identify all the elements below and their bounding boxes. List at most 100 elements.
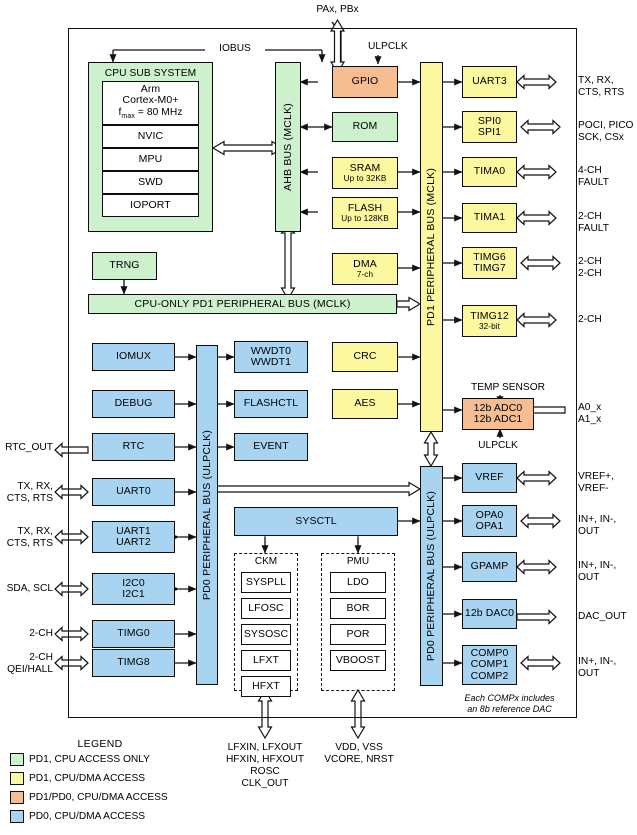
- uart0-block: UART0: [92, 478, 175, 506]
- peripheral-uart3: UART3: [462, 66, 517, 98]
- uart0-io-label: TX, RX, CTS, RTS: [6, 481, 53, 504]
- cpu-core-name: Cortex-M0+: [122, 94, 179, 107]
- adc-label-0: 12b ADC0: [473, 401, 523, 414]
- peripheral-io-label: 2-CH FAULT: [578, 211, 609, 234]
- adc-ulpclk-label: ULPCLK: [478, 440, 518, 451]
- rom-block: ROM: [332, 112, 398, 142]
- pd0-left-label: TIMG0: [117, 627, 150, 640]
- event-block: EVENT: [234, 433, 308, 461]
- pmu-item-label: VBOOST: [335, 653, 381, 666]
- pd0-left-label: UART1 UART2: [116, 524, 151, 548]
- rtc-io-label: RTC_OUT: [5, 442, 53, 453]
- legend-swatch: [10, 810, 24, 823]
- aes-label: AES: [354, 397, 376, 410]
- peripheral-io-label: POCI, PICO SCK, CSx: [578, 120, 634, 143]
- aes-block: AES: [332, 389, 398, 419]
- flash-size: Up to 128KB: [341, 214, 389, 223]
- pd0-mid-label: EVENT: [253, 440, 289, 453]
- peripheral-io-label: 2-CH 2-CH: [578, 256, 602, 279]
- ahb-bus-label: AHB BUS (MCLK): [282, 103, 295, 191]
- pmu-group: [321, 553, 395, 691]
- gpio-label: GPIO: [351, 75, 379, 88]
- cpu-item-label: SWD: [138, 175, 163, 188]
- cpu-item-label: IOPORT: [130, 198, 171, 211]
- fmax-f: f: [118, 106, 122, 118]
- analog-label: 12b DAC0: [464, 607, 515, 620]
- i2c-io-label: SDA, SCL: [6, 583, 53, 594]
- pd0-peripheral-bus-left-label: PD0 PERIPHERAL BUS (ULPCLK): [201, 429, 213, 601]
- flash-block: FLASH Up to 128KB: [332, 197, 398, 229]
- pmu-item-label: POR: [346, 627, 370, 640]
- legend-title: LEGEND: [77, 738, 123, 750]
- analog-label: OPA0 OPA1: [475, 508, 504, 532]
- iomux-block: IOMUX: [92, 343, 175, 371]
- pmu-item-por: POR: [330, 624, 386, 645]
- sram-block: SRAM Up to 32KB: [332, 157, 398, 189]
- analog-label: VREF: [475, 471, 504, 484]
- temp-sensor-label: TEMP SENSOR: [471, 382, 545, 393]
- legend-item-2: PD1/PD0, CPU/DMA ACCESS: [10, 791, 168, 804]
- ckm-item-label: LFXT: [252, 653, 280, 666]
- cpu-only-pd1-bus: CPU-ONLY PD1 PERIPHERAL BUS (MCLK): [88, 294, 397, 314]
- ckm-item-label: LFOSC: [248, 601, 284, 614]
- cpu-item-ioport: IOPORT: [102, 194, 199, 217]
- ulpclk-top-label: ULPCLK: [368, 41, 408, 52]
- peripheral-sublabel: 32-bit: [478, 322, 501, 331]
- peripheral-tima0: TIMA0: [462, 157, 517, 187]
- comp-note: Each COMPx includes an 8b reference DAC: [464, 693, 555, 714]
- peripheral-label: TIMA0: [473, 165, 506, 178]
- peripheral-timg12: TIMG12 32-bit: [462, 305, 517, 337]
- analog-io-label: IN+, IN-, OUT: [578, 514, 617, 537]
- peripheral-tima1: TIMA1: [462, 203, 517, 233]
- uart12-io-label: TX, RX, CTS, RTS: [6, 526, 53, 549]
- pd0-left-label: IOMUX: [116, 350, 151, 363]
- analog-io-label: DAC_OUT: [578, 611, 627, 622]
- legend-swatch: [10, 772, 24, 785]
- dma-block: DMA 7-ch: [332, 253, 398, 285]
- pmu-item-label: LDO: [347, 575, 369, 588]
- pd1-peripheral-bus-label: PD1 PERIPHERAL BUS (MCLK): [425, 167, 438, 327]
- pd0-left-label: I2C0 I2C1: [122, 576, 145, 600]
- legend-label: PD1/PD0, CPU/DMA ACCESS: [29, 792, 168, 803]
- ckm-title: CKM: [254, 556, 278, 567]
- pmu-title: PMU: [346, 556, 370, 567]
- cpu-item-label: NVIC: [137, 129, 164, 142]
- legend-label: PD1, CPU/DMA ACCESS: [29, 773, 146, 784]
- ckm-item-hfxt: HFXT: [241, 676, 291, 697]
- sysctl-block: SYSCTL: [234, 507, 398, 536]
- analog-io-label: IN+, IN-, OUT: [578, 656, 617, 679]
- vref-block: VREF: [462, 463, 517, 493]
- ckm-item-label: HFXT: [252, 679, 280, 692]
- analog-io-label: IN+, IN-, OUT: [578, 560, 617, 583]
- peripheral-timg6-timg7: TIMG6 TIMG7: [462, 247, 520, 282]
- timg8-io-label: 2-CH QEI/HALL: [7, 652, 53, 675]
- pd0-mid-label: WWDT0 WWDT1: [250, 344, 292, 368]
- clock-pins-label: LFXIN, LFXOUT HFXIN, HFXOUT ROSC CLK_OUT: [225, 742, 305, 789]
- sram-size: Up to 32KB: [343, 174, 387, 183]
- dma-channels: 7-ch: [356, 270, 374, 279]
- peripheral-io-label: TX, RX, CTS, RTS: [578, 75, 625, 98]
- peripheral-label: TIMG12: [470, 309, 509, 322]
- ckm-item-lfxt: LFXT: [241, 650, 291, 671]
- cpu-only-pd1-bus-label: CPU-ONLY PD1 PERIPHERAL BUS (MCLK): [134, 298, 351, 310]
- ckm-item-sysosc: SYSOSC: [241, 624, 291, 645]
- pd0-peripheral-bus-left: PD0 PERIPHERAL BUS (ULPCLK): [196, 345, 218, 685]
- adc-label-1: 12b ADC1: [473, 413, 523, 425]
- cpu-core-vendor: Arm: [140, 82, 161, 95]
- pmu-item-ldo: LDO: [330, 572, 386, 593]
- flash-label: FLASH: [347, 201, 383, 214]
- pd0-left-label: DEBUG: [114, 397, 153, 410]
- pd0-peripheral-bus-right: PD0 PERIPHERAL BUS (ULPCLK): [420, 466, 443, 686]
- uart1-uart2-block: UART1 UART2: [92, 521, 178, 556]
- cpu-item-nvic: NVIC: [102, 125, 199, 148]
- cpu-core-block: Arm Cortex-M0+ fmax = 80 MHz: [102, 81, 199, 125]
- pmu-item-bor: BOR: [330, 598, 386, 619]
- crc-label: CRC: [353, 350, 377, 363]
- peripheral-io-label: 4-CH FAULT: [578, 165, 609, 188]
- legend-label: PD0, CPU/DMA ACCESS: [29, 811, 146, 822]
- iobus-label: IOBUS: [205, 43, 265, 55]
- ckm-item-lfosc: LFOSC: [241, 598, 291, 619]
- legend-item-0: PD1, CPU ACCESS ONLY: [10, 753, 150, 766]
- power-pins-label: VDD, VSS VCORE, NRST: [324, 742, 394, 765]
- cpu-item-label: MPU: [138, 152, 163, 165]
